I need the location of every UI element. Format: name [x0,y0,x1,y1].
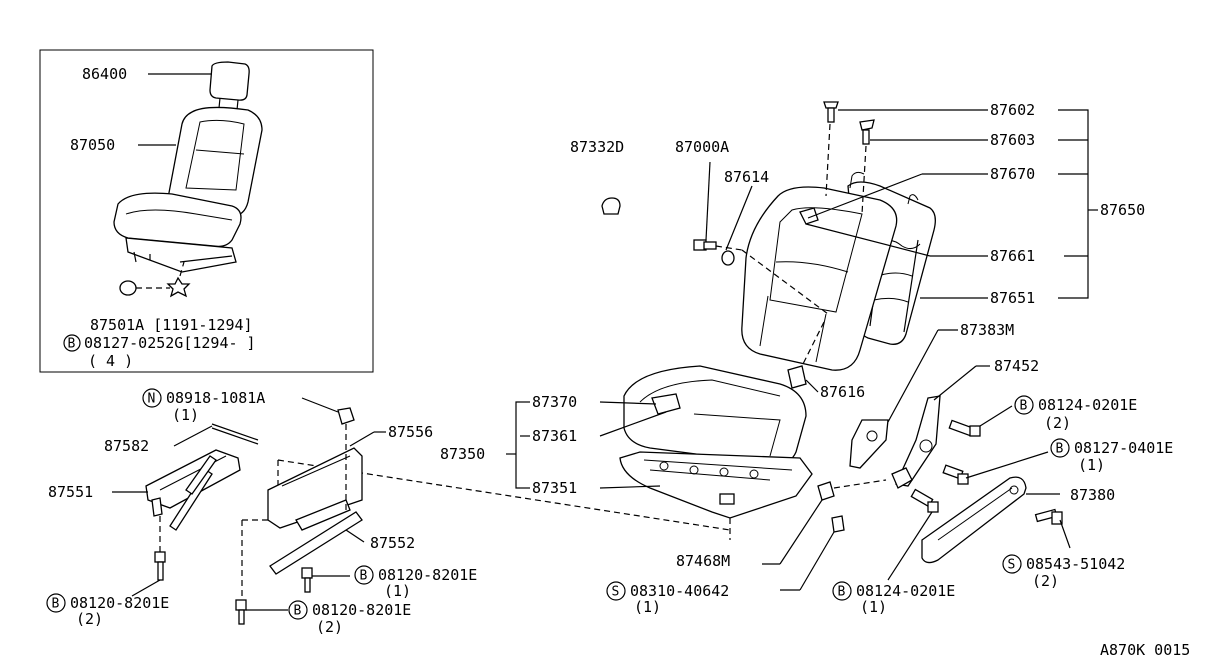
qty-08124-0201e-a: (2) [1044,414,1071,432]
bolt-marker-letter: B [360,569,368,584]
label-08127-0252g: 08127-0252G[1294- ] [84,334,256,352]
inset-frame [39,49,374,373]
label-87501a: 87501A [1191-1294] [90,316,253,334]
label-87350: 87350 [440,445,485,463]
label-87603: 87603 [990,131,1035,149]
label-87370: 87370 [532,393,577,411]
bolt-87000a-icon [693,239,717,251]
label-87650: 87650 [1100,201,1145,219]
screw-marker-icon [1002,554,1022,574]
bolt-marker-letter: B [68,337,76,352]
bolt-marker-icon [1014,395,1034,415]
label-87050: 87050 [70,136,115,154]
recliner-illustration [817,395,1063,564]
label-87556: 87556 [388,423,433,441]
bolt-marker-icon [1050,438,1070,458]
label-08310-40642: 08310-40642 [630,582,729,600]
label-87380: 87380 [1070,486,1115,504]
label-08543-51042: 08543-51042 [1026,555,1125,573]
clip-87602-icon [823,101,839,123]
label-87616: 87616 [820,383,865,401]
nut-08918-icon [337,407,355,425]
qty-08120-8201e-c: (2) [316,618,343,636]
qty-08127-0252g: ( 4 ) [88,352,133,370]
bolt-marker-icon [354,565,374,585]
label-87468m: 87468M [676,552,730,570]
label-87552: 87552 [370,534,415,552]
bracket-87616-icon [787,365,807,389]
label-87361: 87361 [532,427,577,445]
screw-marker-letter: S [612,585,620,600]
label-87452: 87452 [994,357,1039,375]
full-seat-illustration [113,61,263,298]
label-87351: 87351 [532,479,577,497]
qty-08120-8201e-b: (2) [76,610,103,628]
bolt-marker-letter: B [1020,399,1028,414]
label-87670: 87670 [990,165,1035,183]
screw-marker-icon [606,581,626,601]
bolt-marker-letter: B [294,604,302,619]
label-87332d: 87332D [570,138,624,156]
label-08124-0201e-b: 08124-0201E [856,582,955,600]
bolt-marker-letter: B [1056,442,1064,457]
label-86400: 86400 [82,65,127,83]
clip-87603-icon [859,119,875,145]
label-87602: 87602 [990,101,1035,119]
label-87383m: 87383M [960,321,1014,339]
label-87661: 87661 [990,247,1035,265]
slide-rail-illustration [145,407,363,625]
label-87651: 87651 [990,289,1035,307]
label-08127-0401e: 08127-0401E [1074,439,1173,457]
qty-08124-0201e-b: (1) [860,598,887,616]
bolt-marker-icon [46,593,66,613]
screw-marker-letter: S [1008,558,1016,573]
label-08918-1081a: 08918-1081A [166,389,265,407]
bolt-marker-icon [288,600,308,620]
nut-marker-letter: N [148,392,156,407]
label-87582: 87582 [104,437,149,455]
nut-marker-icon [142,388,162,408]
diagram-code: A870K 0015 [1100,641,1190,659]
qty-08543-51042: (2) [1032,572,1059,590]
qty-08310-40642: (1) [634,598,661,616]
seatback-illustration [741,171,936,371]
qty-08127-0401e: (1) [1078,456,1105,474]
label-87614: 87614 [724,168,769,186]
label-87551: 87551 [48,483,93,501]
qty-08120-8201e-a: (1) [384,582,411,600]
bolt-marker-icon [832,581,852,601]
label-08120-8201e-b: 08120-8201E [70,594,169,612]
bolt-marker-icon [63,334,81,352]
label-08120-8201e-a: 08120-8201E [378,566,477,584]
cushion-illustration [619,365,813,519]
washer-87614-icon [721,250,735,266]
bolt-marker-letter: B [838,585,846,600]
bolt-marker-letter: B [52,597,60,612]
label-08120-8201e-c: 08120-8201E [312,601,411,619]
label-08124-0201e-a: 08124-0201E [1038,396,1137,414]
label-87000a: 87000A [675,138,729,156]
qty-08918-1081a: (1) [172,406,199,424]
cap-87332d-icon [601,197,621,215]
